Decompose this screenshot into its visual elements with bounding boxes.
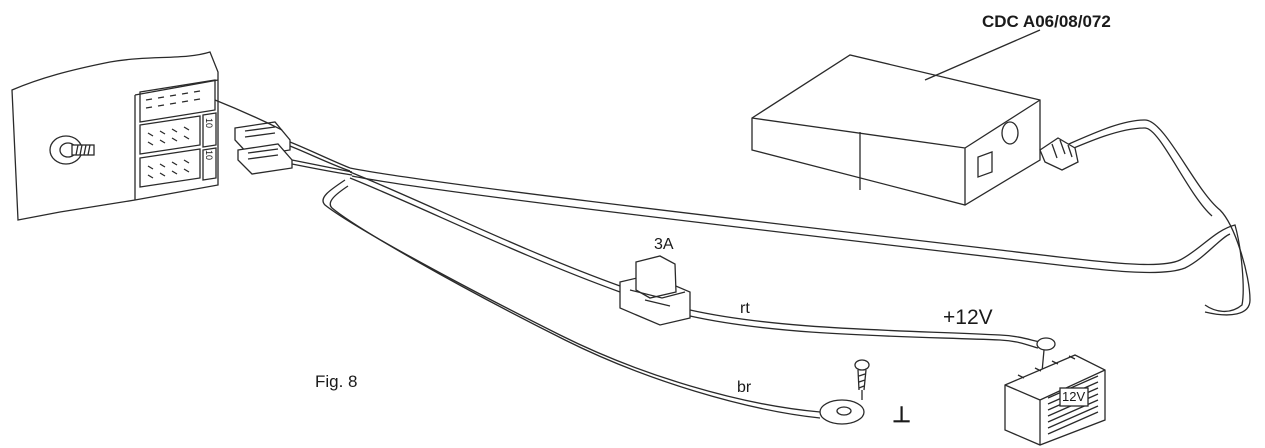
red-wire-label: rt <box>740 300 750 317</box>
red-wire <box>349 171 1041 349</box>
cd-changer-unit <box>751 29 1041 206</box>
ground-symbol: ⊥ <box>892 402 912 427</box>
fuse-label: 3A <box>654 236 674 253</box>
iso-socket <box>139 79 217 188</box>
car-battery <box>1004 354 1106 446</box>
ground-screw <box>854 359 870 400</box>
cdc-plug <box>1039 137 1079 171</box>
voltage-label: +12V <box>943 306 993 329</box>
battery-ring-terminal <box>1036 337 1056 373</box>
connector-plug <box>234 121 293 175</box>
mounting-screw <box>49 135 95 165</box>
brown-wire <box>322 179 821 419</box>
connector-pin-label: 10 <box>204 150 214 160</box>
cdc-cable <box>349 119 1251 316</box>
wire-bundle <box>214 99 353 176</box>
connector-pin-label: 10 <box>204 118 214 128</box>
brown-wire-label: br <box>737 379 752 396</box>
fuse-holder <box>619 255 691 326</box>
battery-label: 12V <box>1062 389 1086 404</box>
device-label: CDC A06/08/072 <box>982 12 1111 31</box>
ground-terminal <box>819 399 865 425</box>
radio-head-unit <box>11 51 219 221</box>
figure-label: Fig. 8 <box>315 372 358 391</box>
